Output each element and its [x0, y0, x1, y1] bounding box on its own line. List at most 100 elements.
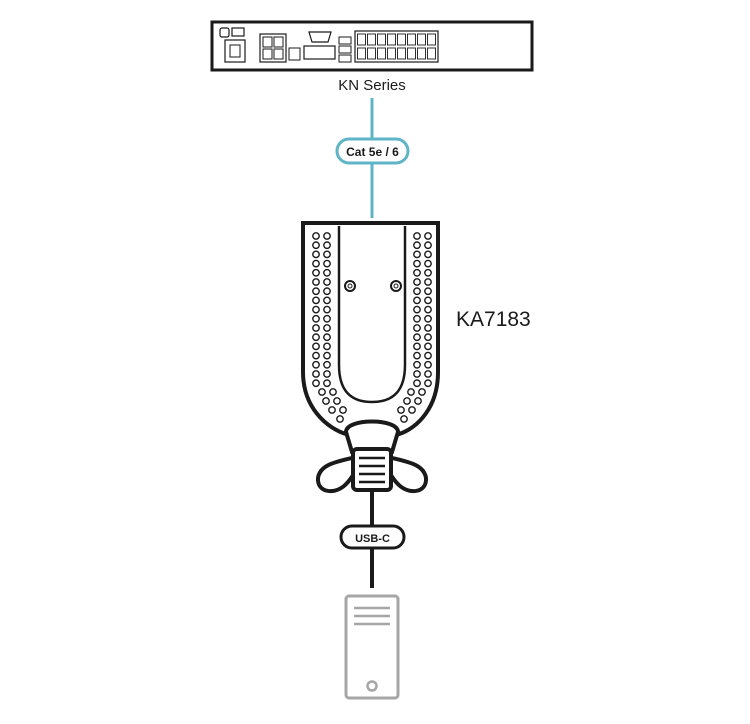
vent-hole	[424, 324, 432, 332]
kvm-port	[367, 33, 376, 46]
kvm-switch-icon	[210, 20, 534, 72]
kvm-port	[397, 47, 406, 60]
vent-hole	[312, 287, 320, 296]
vent-hole	[424, 333, 432, 342]
vent-hole	[329, 388, 337, 396]
kvm-port	[377, 47, 386, 60]
vent-hole	[312, 370, 320, 378]
vent-hole	[424, 351, 432, 360]
vent-hole	[323, 324, 331, 332]
vent-hole	[312, 379, 320, 388]
kvm-port	[357, 47, 366, 60]
kvm-port-block	[354, 30, 439, 63]
vent-hole	[424, 259, 432, 268]
vent-hole	[418, 388, 426, 396]
vent-hole	[339, 406, 347, 414]
vent-hole	[312, 296, 320, 305]
vent-hole	[323, 259, 331, 268]
kvm-port	[417, 47, 426, 60]
vent-hole	[413, 278, 421, 286]
vent-hole	[323, 241, 331, 250]
usb-cable-label: USB-C	[355, 533, 390, 545]
vent-hole	[322, 397, 330, 405]
vent-hole	[424, 360, 432, 369]
vent-hole	[424, 241, 432, 250]
vent-hole	[312, 278, 320, 286]
vent-hole	[413, 342, 421, 351]
vent-hole	[328, 406, 336, 414]
vent-hole	[397, 406, 405, 414]
switch-label: KN Series	[338, 77, 406, 94]
vent-hole	[312, 305, 320, 314]
vent-hole	[407, 388, 415, 396]
kvm-port	[387, 33, 396, 46]
vent-hole	[312, 268, 320, 277]
vent-hole	[424, 342, 432, 351]
vent-hole	[323, 360, 331, 369]
vent-hole	[323, 278, 331, 286]
vent-hole	[312, 360, 320, 369]
vent-hole	[413, 370, 421, 378]
vent-hole	[323, 287, 331, 296]
vent-hole	[413, 268, 421, 277]
vent-hole	[413, 232, 421, 240]
vent-hole	[312, 333, 320, 342]
vent-hole	[312, 250, 320, 259]
vent-hole	[424, 250, 432, 259]
kvm-port	[387, 47, 396, 60]
vent-hole	[413, 351, 421, 360]
vent-hole	[424, 370, 432, 378]
vent-hole	[312, 314, 320, 323]
vent-hole	[323, 379, 331, 388]
vent-hole	[323, 351, 331, 360]
vent-hole	[424, 296, 432, 305]
vent-hole	[323, 333, 331, 342]
vent-hole	[413, 314, 421, 323]
vent-hole	[333, 397, 341, 405]
cat-cable-tag: Cat 5e / 6	[335, 137, 410, 165]
vent-hole	[400, 415, 408, 423]
vent-hole	[424, 305, 432, 314]
vent-hole	[413, 250, 421, 259]
kvm-port	[427, 47, 436, 60]
vent-hole	[312, 351, 320, 360]
kvm-port	[397, 33, 406, 46]
vent-hole	[414, 397, 422, 405]
usb-cable-tag: USB-C	[339, 524, 406, 550]
vent-hole	[403, 397, 411, 405]
vent-hole	[413, 305, 421, 314]
adapter-icon	[301, 221, 440, 494]
vent-hole	[323, 314, 331, 323]
kvm-port	[417, 33, 426, 46]
vent-hole	[413, 379, 421, 388]
vent-hole	[424, 314, 432, 323]
vent-hole	[424, 379, 432, 388]
kvm-port	[367, 47, 376, 60]
vent-hole	[312, 342, 320, 351]
kvm-port	[427, 33, 436, 46]
vent-hole	[413, 324, 421, 332]
vent-hole	[424, 287, 432, 296]
kvm-port	[357, 33, 366, 46]
vent-holes	[312, 232, 432, 423]
kvm-port	[377, 33, 386, 46]
vent-hole	[413, 241, 421, 250]
vent-hole	[413, 333, 421, 342]
vent-hole	[323, 342, 331, 351]
vent-hole	[312, 324, 320, 332]
vent-hole	[323, 250, 331, 259]
kvm-port	[407, 33, 416, 46]
vent-hole	[413, 287, 421, 296]
vent-hole	[336, 415, 344, 423]
vent-hole	[413, 296, 421, 305]
vent-hole	[424, 278, 432, 286]
vent-hole	[312, 259, 320, 268]
vent-hole	[413, 360, 421, 369]
vent-hole	[408, 406, 416, 414]
vent-hole	[323, 370, 331, 378]
vent-hole	[323, 296, 331, 305]
vent-hole	[323, 305, 331, 314]
cat-cable-label: Cat 5e / 6	[346, 145, 399, 159]
kvm-port	[407, 47, 416, 60]
